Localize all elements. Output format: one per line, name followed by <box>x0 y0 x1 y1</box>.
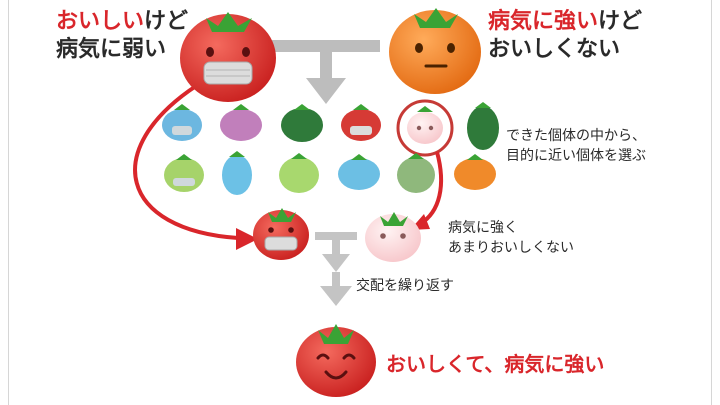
top-left-highlight: おいしい <box>56 9 145 34</box>
selection-note-line1: できた個体の中から、 <box>506 128 646 144</box>
selected-note: 病気に強く あまりおいしくない <box>448 218 574 258</box>
offspring-row-2 <box>164 151 496 195</box>
top-left-suffix: けど <box>144 9 189 34</box>
top-right-suffix: けど <box>598 9 643 34</box>
top-right-line2: おいしくない <box>488 37 621 62</box>
tomato-strong-not-tasty <box>389 8 481 94</box>
selected-note-line1: 病気に強く <box>448 220 518 236</box>
selected-note-line2: あまりおいしくない <box>448 240 574 256</box>
top-left-caption: おいしいけど 病気に弱い <box>56 8 188 64</box>
cross-connector-bottom <box>315 232 357 306</box>
offspring-row-1 <box>162 102 499 150</box>
red-arrowhead-left <box>236 228 258 250</box>
top-right-caption: 病気に強いけど おいしくない <box>488 8 642 64</box>
selection-note: できた個体の中から、 目的に近い個体を選ぶ <box>506 126 646 166</box>
top-right-highlight: 病気に強い <box>488 9 599 34</box>
top-left-line2: 病気に弱い <box>56 37 167 62</box>
tomato-tasty-weak <box>180 12 276 102</box>
right-frame-line <box>711 0 712 405</box>
tomato-final-smiling <box>296 324 376 397</box>
tomato-selected-red <box>253 208 309 260</box>
tomato-selected-pink <box>365 212 421 262</box>
selection-note-line2: 目的に近い個体を選ぶ <box>506 148 646 164</box>
selection-circle <box>396 99 454 157</box>
red-selection-arrow-left <box>133 84 239 240</box>
result-caption: おいしくて、病気に強い <box>386 352 605 376</box>
cross-connector-top <box>272 40 380 104</box>
cross-note: 交配を繰り返す <box>356 278 454 294</box>
left-frame-line <box>8 0 9 405</box>
